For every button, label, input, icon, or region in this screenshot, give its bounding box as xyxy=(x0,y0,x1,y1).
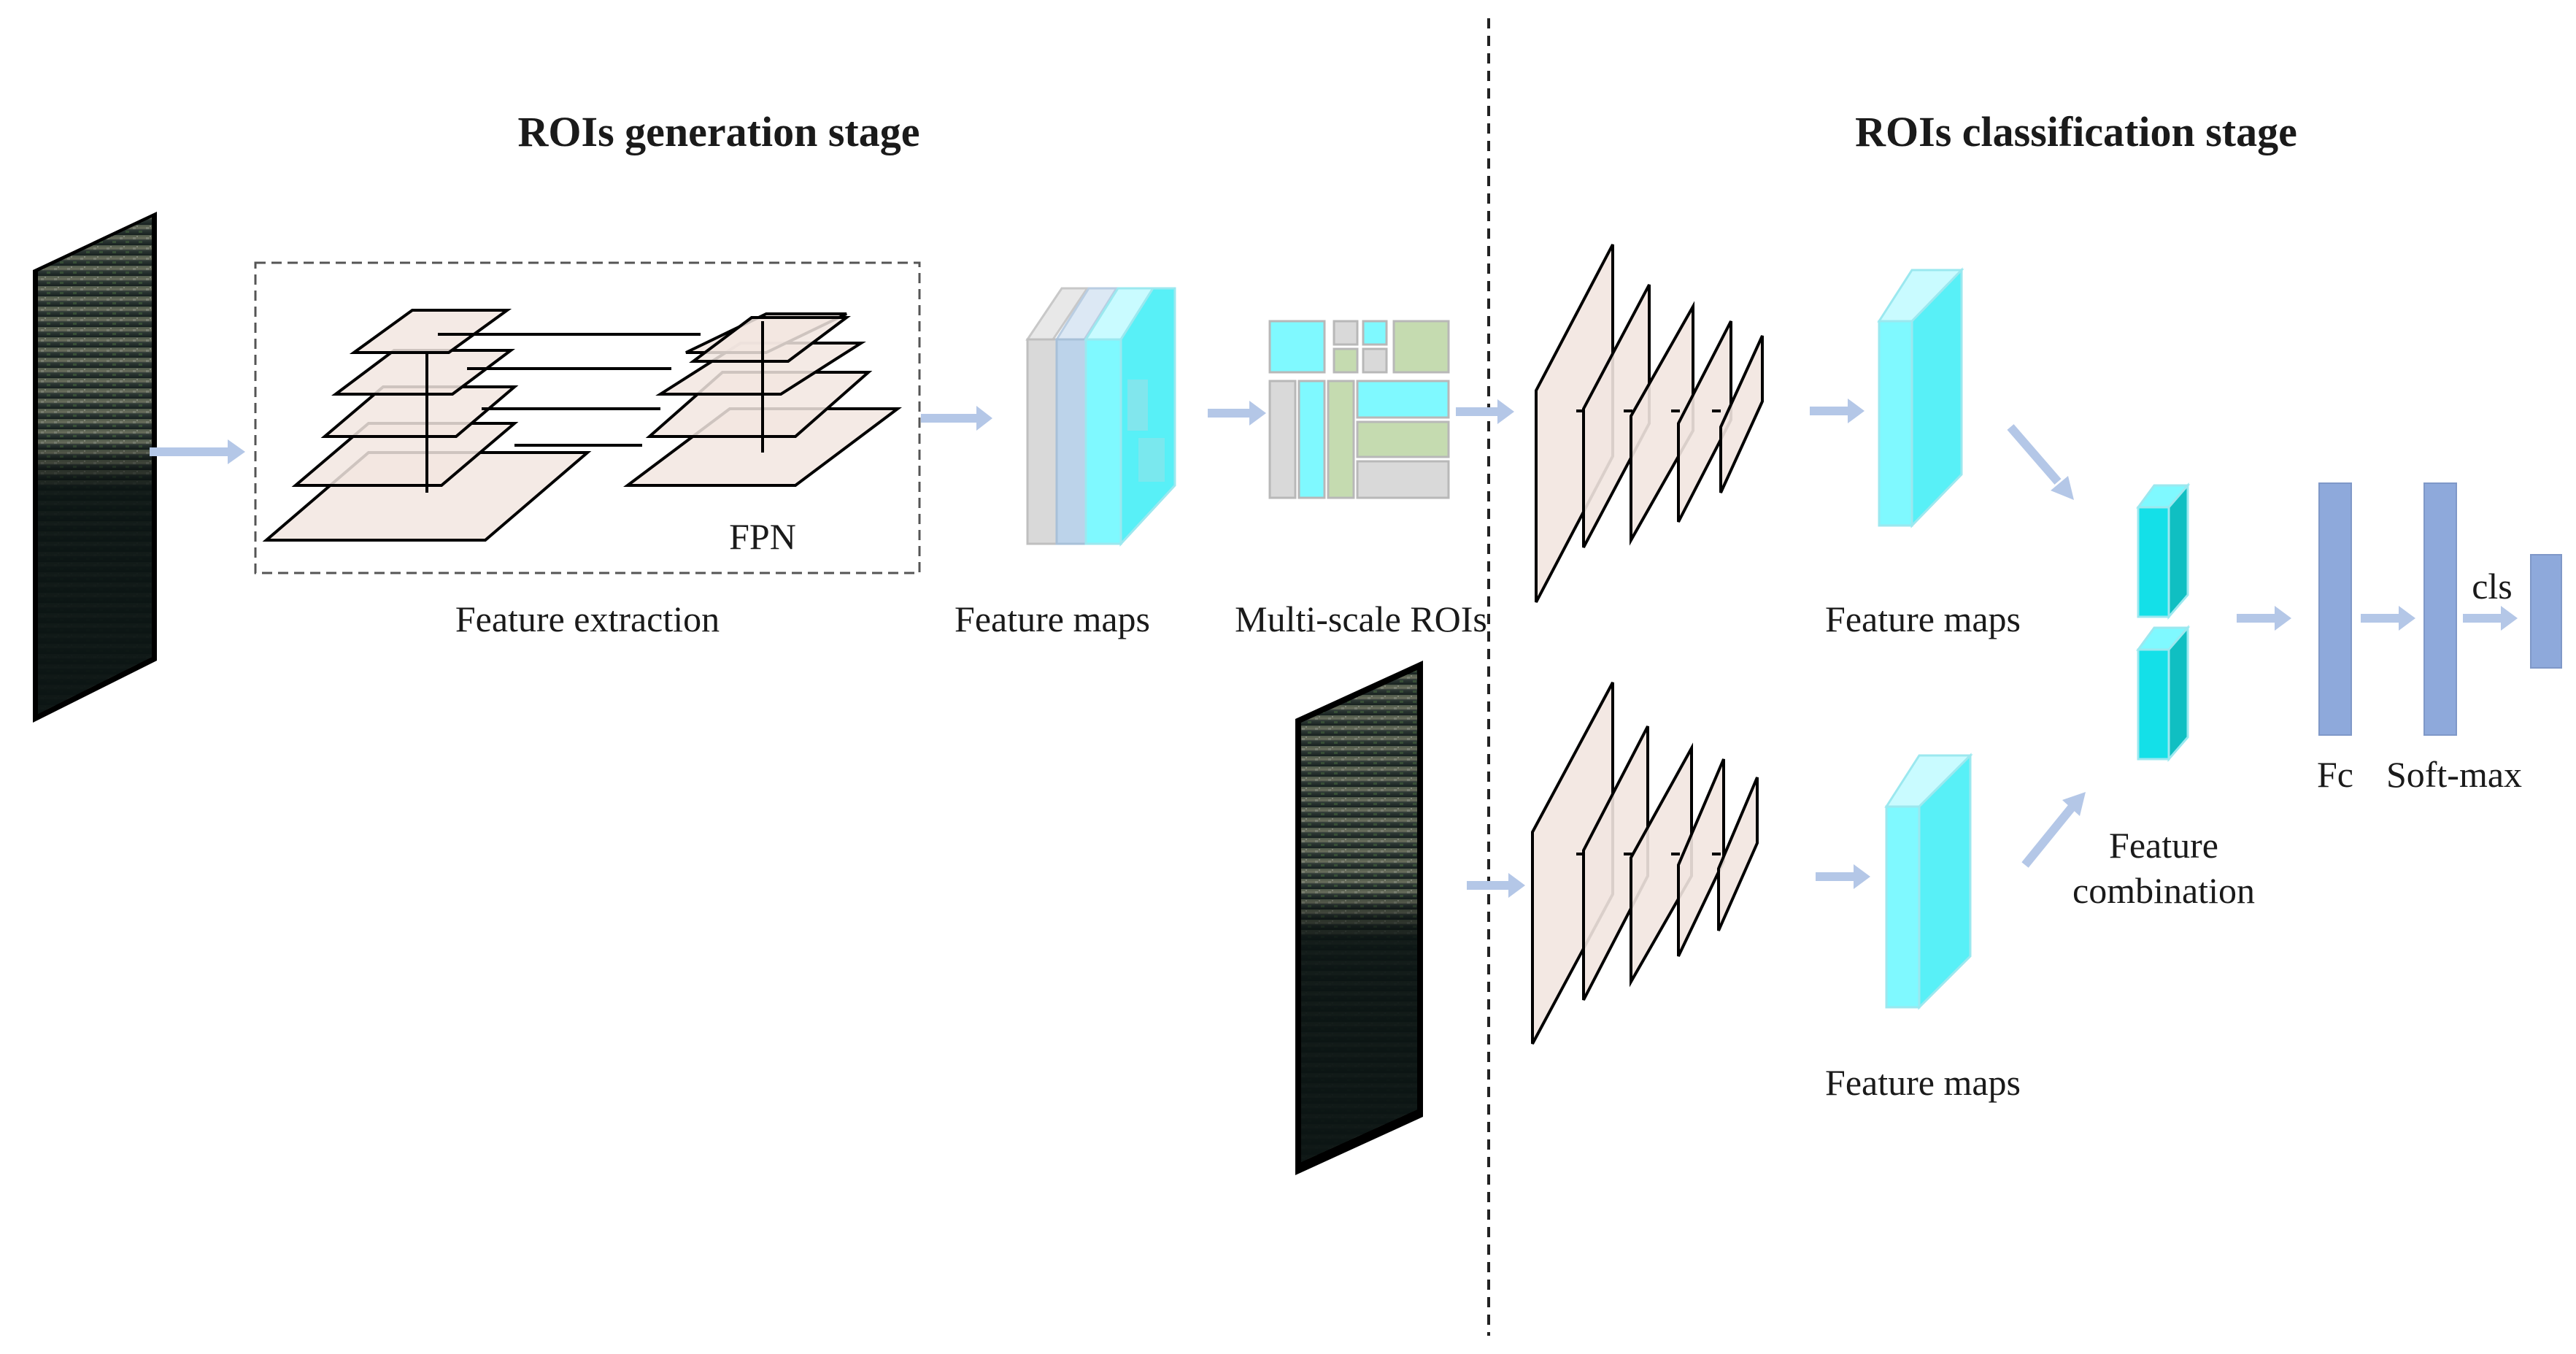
feature-maps-stack xyxy=(1025,287,1176,547)
fpn-right-pyramid xyxy=(623,312,902,487)
arrow-bottom-head xyxy=(2062,792,2086,816)
arrow-input-to-extraction xyxy=(150,439,245,464)
bottom-cyan-feature-map xyxy=(1884,753,1973,1010)
arrow-bottom-map-to-combination xyxy=(2021,804,2076,868)
arrow-extraction-to-maps xyxy=(921,406,992,431)
arrow-image-to-planes-bottom xyxy=(1467,873,1525,898)
arrow-maps-to-rois xyxy=(1208,401,1266,426)
input-satellite-image xyxy=(33,212,157,723)
bottom-branch-feature-planes xyxy=(1531,682,1759,1045)
roi-satellite-image xyxy=(1295,661,1423,1175)
arrow-rois-to-planes-top xyxy=(1456,399,1514,424)
arrow-top-head xyxy=(2051,476,2074,500)
arrow-top-map-to-combination xyxy=(2007,424,2062,485)
multi-scale-rois-label: Multi-scale ROIs xyxy=(1235,599,1487,639)
combination-block-top xyxy=(2136,482,2191,620)
softmax-label: Soft-max xyxy=(2386,754,2522,795)
feature-maps-label-1: Feature maps xyxy=(955,599,1150,639)
classification-stage-title: ROIs classification stage xyxy=(1855,108,2297,155)
combination-block-bottom xyxy=(2136,624,2191,763)
cls-output xyxy=(2530,554,2562,669)
feature-maps-label-3: Feature maps xyxy=(1825,1062,2021,1103)
fpn-left-pyramid xyxy=(262,309,592,542)
feature-combination-label-line1: Feature xyxy=(2109,825,2218,866)
fpn-label: FPN xyxy=(729,516,796,557)
fpn-dashed-box xyxy=(254,261,921,574)
softmax-layer xyxy=(2423,482,2457,736)
fpn-lateral-connections xyxy=(438,333,701,447)
multi-scale-rois-mosaic xyxy=(1268,320,1450,499)
arrow-fc-to-softmax xyxy=(2361,606,2415,631)
feature-extraction-label: Feature extraction xyxy=(455,599,720,639)
feature-combination-label-line2: combination xyxy=(2072,870,2255,911)
top-branch-feature-planes xyxy=(1535,244,1764,603)
fc-layer xyxy=(2318,482,2352,736)
generation-stage-title: ROIs generation stage xyxy=(518,108,920,155)
top-cyan-feature-map xyxy=(1877,267,1964,528)
arrow-combination-to-fc xyxy=(2237,606,2291,631)
fc-label: Fc xyxy=(2317,754,2353,795)
cls-label: cls xyxy=(2472,566,2513,607)
arrow-planes-to-map-top xyxy=(1810,399,1864,423)
feature-maps-label-2: Feature maps xyxy=(1825,599,2021,639)
arrow-planes-to-map-bottom xyxy=(1816,864,1870,889)
arrow-softmax-to-cls xyxy=(2463,606,2518,631)
